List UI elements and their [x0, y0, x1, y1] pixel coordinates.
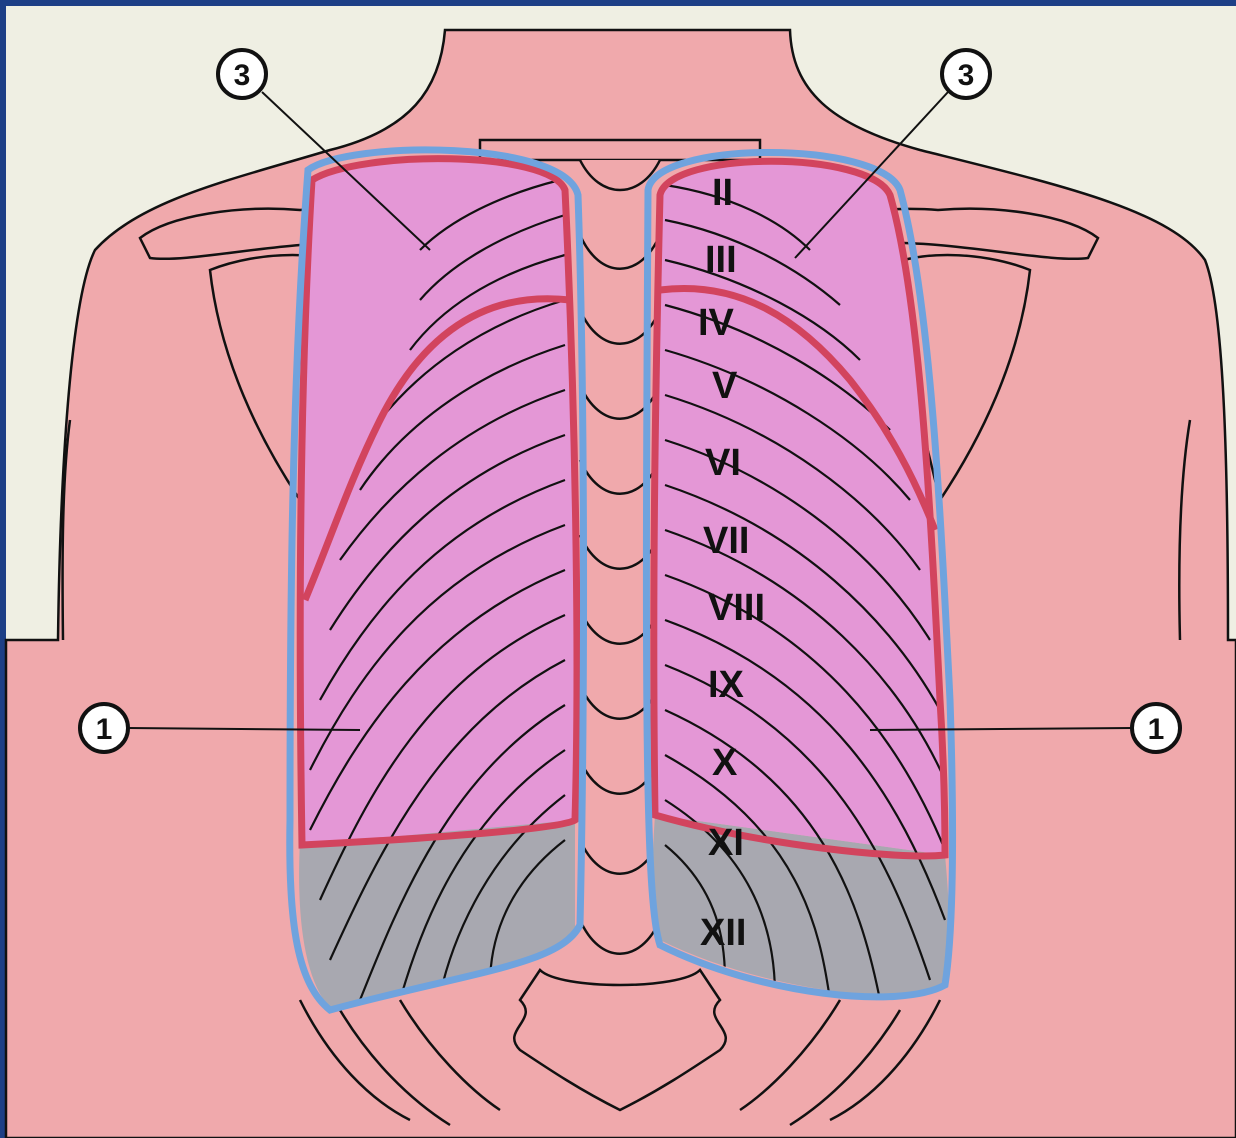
callout-left-lower: 1 [80, 704, 128, 752]
rib-label-vi: VI [705, 442, 741, 484]
rib-label-vii: VII [703, 520, 749, 562]
right-lung-group [646, 153, 952, 1001]
callout-number: 3 [234, 59, 251, 92]
rib-label-v: V [712, 365, 738, 407]
torso-silhouette [6, 30, 1236, 1138]
callout-left-upper: 3 [218, 50, 266, 98]
callout-number: 3 [958, 59, 975, 92]
rib-label-ix: IX [708, 664, 745, 706]
rib-label-iv: IV [698, 302, 735, 344]
callout-right-upper: 3 [942, 50, 990, 98]
callout-number: 1 [96, 713, 113, 746]
rib-label-x: X [712, 742, 738, 784]
left-lung-group [290, 150, 584, 1010]
callout-number: 1 [1148, 713, 1165, 746]
rib-label-viii: VIII [708, 587, 765, 629]
rib-label-xi: XI [708, 822, 744, 864]
rib-label-ii: II [712, 172, 733, 214]
callout-right-lower: 1 [1132, 704, 1180, 752]
rib-label-xii: XII [700, 912, 746, 954]
rib-label-iii: III [705, 239, 737, 281]
